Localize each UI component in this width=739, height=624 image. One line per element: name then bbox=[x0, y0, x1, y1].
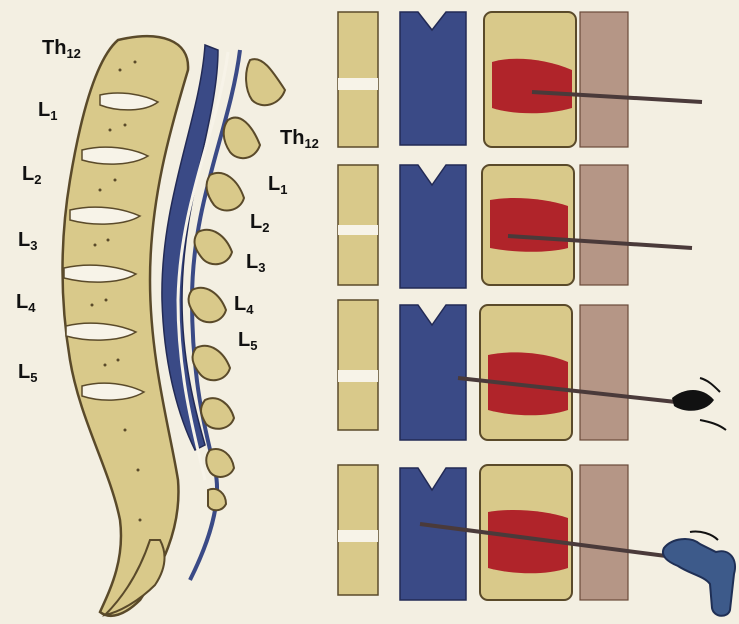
label-subscript: 1 bbox=[50, 108, 57, 123]
panel-2-blood bbox=[490, 198, 568, 252]
label-subscript: 4 bbox=[246, 302, 253, 317]
label-letter: L bbox=[22, 163, 34, 185]
panel-1 bbox=[338, 12, 702, 147]
label-right-l5: L5 bbox=[238, 330, 257, 352]
label-subscript: 2 bbox=[34, 172, 41, 187]
label-left-th12: Th12 bbox=[42, 38, 81, 60]
panel-4-ligament bbox=[580, 465, 628, 600]
panel-4-disc bbox=[338, 530, 378, 542]
panel-4-syringe-lines bbox=[690, 531, 718, 540]
panel-4-syringe bbox=[663, 539, 735, 616]
label-letter: L bbox=[16, 291, 28, 313]
label-letter: L bbox=[18, 361, 30, 383]
panel-3-needle-hub bbox=[672, 390, 714, 411]
label-subscript: 4 bbox=[28, 300, 35, 315]
panel-3-disc bbox=[338, 370, 378, 382]
panel-2-dural-sac bbox=[400, 165, 466, 288]
label-left-l2: L2 bbox=[22, 164, 41, 186]
spine-overview bbox=[63, 36, 286, 616]
label-letter: Th bbox=[280, 127, 304, 149]
panel-4 bbox=[338, 465, 735, 616]
label-letter: L bbox=[250, 211, 262, 233]
label-letter: L bbox=[38, 99, 50, 121]
label-letter: L bbox=[268, 173, 280, 195]
label-letter: L bbox=[234, 293, 246, 315]
panel-3-anterior-bone bbox=[338, 300, 378, 430]
panel-2-disc bbox=[338, 225, 378, 235]
label-left-l3: L3 bbox=[18, 230, 37, 252]
label-right-l2: L2 bbox=[250, 212, 269, 234]
label-subscript: 5 bbox=[30, 370, 37, 385]
panel-3 bbox=[338, 300, 726, 440]
label-letter: L bbox=[246, 251, 258, 273]
label-right-th12: Th12 bbox=[280, 128, 319, 150]
panel-4-dural-sac bbox=[400, 468, 466, 600]
panel-1-blood bbox=[492, 59, 572, 114]
panel-3-ligament bbox=[580, 305, 628, 440]
label-letter: Th bbox=[42, 37, 66, 59]
label-left-l4: L4 bbox=[16, 292, 35, 314]
label-letter: L bbox=[238, 329, 250, 351]
label-subscript: 12 bbox=[304, 136, 318, 151]
label-subscript: 2 bbox=[262, 220, 269, 235]
label-left-l1: L1 bbox=[38, 100, 57, 122]
label-subscript: 1 bbox=[280, 182, 287, 197]
label-right-l1: L1 bbox=[268, 174, 287, 196]
panel-1-ligament bbox=[580, 12, 628, 147]
panel-2-ligament bbox=[580, 165, 628, 285]
panels bbox=[338, 12, 735, 616]
label-right-l3: L3 bbox=[246, 252, 265, 274]
label-letter: L bbox=[18, 229, 30, 251]
panel-2 bbox=[338, 165, 692, 288]
label-subscript: 3 bbox=[258, 260, 265, 275]
label-subscript: 3 bbox=[30, 238, 37, 253]
label-right-l4: L4 bbox=[234, 294, 253, 316]
panel-1-disc bbox=[338, 78, 378, 90]
label-left-l5: L5 bbox=[18, 362, 37, 384]
label-subscript: 12 bbox=[66, 46, 80, 61]
label-subscript: 5 bbox=[250, 338, 257, 353]
panel-3-dural-sac bbox=[400, 305, 466, 440]
panel-1-dural-sac bbox=[400, 12, 466, 145]
